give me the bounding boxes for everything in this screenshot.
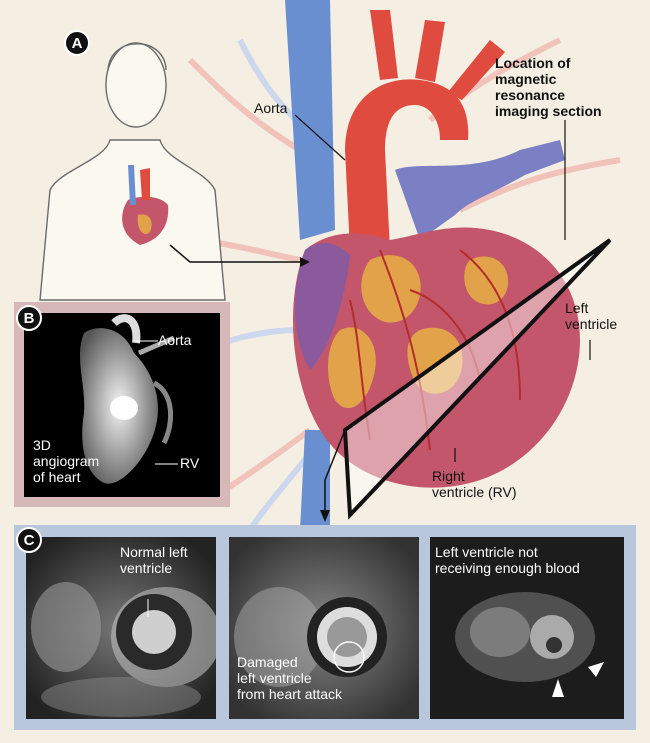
mri-ischemic-image <box>430 537 624 719</box>
angiogram-shape <box>79 314 175 484</box>
mri-label-line: magnetic <box>495 71 557 87</box>
mri-normal-image <box>26 537 216 719</box>
vena-cava <box>285 0 335 240</box>
right-ventricle-label: Right ventricle (RV) <box>432 468 517 500</box>
arrowhead-icon <box>588 662 604 677</box>
heart-illustration <box>39 0 621 530</box>
panel-a-badge: A <box>64 30 90 56</box>
panel-b-badge: B <box>16 305 42 331</box>
damaged-lv-line: Damaged <box>237 654 298 670</box>
normal-lv-label: Normal left ventricle <box>120 544 188 576</box>
normal-lv-line: Normal left <box>120 544 188 560</box>
aorta-vessel <box>345 79 469 251</box>
normal-lv-line: ventricle <box>120 560 173 576</box>
angio-caption: 3D angiogram of heart <box>33 437 99 485</box>
mri-label-line: resonance <box>495 87 566 103</box>
damaged-lv-label: Damaged left ventricle from heart attack <box>237 654 342 702</box>
angio-caption-line: angiogram <box>33 453 100 469</box>
fat-patch <box>361 255 421 323</box>
mri-label-line: Location of <box>495 55 571 71</box>
aorta-label: Aorta <box>254 100 288 116</box>
person-figure <box>39 42 226 301</box>
mri-section-label: Location of magnetic resonance imaging s… <box>495 55 645 119</box>
ischemic-lv-line: Left ventricle not <box>435 544 538 560</box>
mri-label-line: imaging section <box>495 103 602 119</box>
rv-label-line: Right <box>432 468 465 484</box>
left-ventricle-label: Left ventricle <box>565 300 617 332</box>
angio-caption-line: of heart <box>33 469 81 485</box>
lv-label-line: Left <box>565 300 589 316</box>
pulmonary-artery <box>395 140 565 240</box>
mri-damaged-image <box>229 537 419 719</box>
lv-label-line: ventricle <box>565 316 618 332</box>
angio-rv-label: RV <box>180 455 200 471</box>
damaged-lv-line: from heart attack <box>237 686 343 702</box>
angiogram-image <box>24 313 220 497</box>
ischemic-lv-line: receiving enough blood <box>435 560 580 576</box>
arrowhead-icon <box>552 679 564 697</box>
angio-aorta-label: Aorta <box>158 332 192 348</box>
ischemic-lv-label: Left ventricle not receiving enough bloo… <box>435 544 580 576</box>
rv-label-line: ventricle (RV) <box>432 484 517 500</box>
panel-c-badge: C <box>16 527 42 553</box>
damaged-lv-line: left ventricle <box>237 670 312 686</box>
angio-caption-line: 3D <box>33 437 51 453</box>
